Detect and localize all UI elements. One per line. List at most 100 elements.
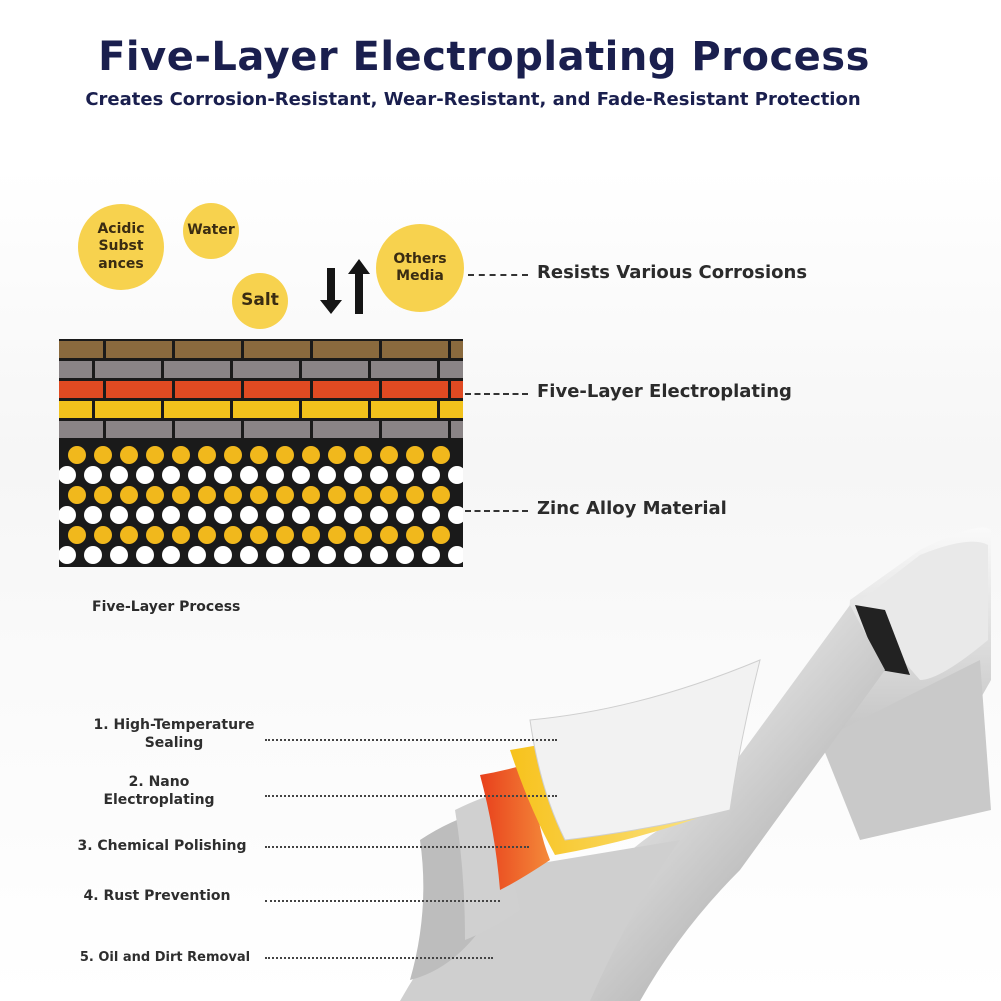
brick — [440, 401, 463, 418]
alloy-dot — [448, 506, 463, 524]
brick — [59, 401, 92, 418]
brick — [382, 381, 448, 398]
brick — [440, 361, 463, 378]
brick — [164, 361, 230, 378]
alloy-dot — [396, 466, 414, 484]
alloy-dot — [240, 466, 258, 484]
alloy-dot — [380, 526, 398, 544]
faucet-layers-illustration — [400, 527, 991, 1001]
alloy-dot — [302, 526, 320, 544]
alloy-dot — [59, 546, 76, 564]
brick — [59, 341, 103, 358]
alloy-dot — [432, 526, 450, 544]
alloy-dot — [84, 466, 102, 484]
alloy-dot — [240, 546, 258, 564]
alloy-dot — [136, 466, 154, 484]
alloy-dot — [84, 506, 102, 524]
alloy-dot — [162, 546, 180, 564]
brick — [244, 341, 310, 358]
bubble-acidic: Acidic Subst ances — [78, 204, 164, 290]
alloy-dot — [292, 466, 310, 484]
brick — [106, 381, 172, 398]
step-2-line — [265, 795, 557, 797]
alloy-dot — [110, 466, 128, 484]
alloy-dot — [328, 446, 346, 464]
alloy-dot — [370, 546, 388, 564]
alloy-dot — [250, 486, 268, 504]
alloy-dot — [318, 466, 336, 484]
alloy-dot — [354, 486, 372, 504]
alloy-dot — [94, 486, 112, 504]
alloy-dot — [422, 506, 440, 524]
alloy-dot — [370, 506, 388, 524]
brick — [59, 421, 103, 438]
diagram-caption: Five-Layer Process — [92, 599, 241, 615]
brick — [302, 361, 368, 378]
alloy-dot — [146, 446, 164, 464]
alloy-dot — [146, 526, 164, 544]
alloy-dot — [198, 486, 216, 504]
alloy-dot — [406, 446, 424, 464]
brick — [164, 401, 230, 418]
brick — [175, 421, 241, 438]
alloy-dot — [328, 526, 346, 544]
layer-diagram — [59, 339, 463, 567]
alloy-dot — [422, 466, 440, 484]
brick — [313, 421, 379, 438]
alloy-dot — [94, 526, 112, 544]
brick — [59, 361, 92, 378]
bubble-water: Water — [183, 203, 239, 259]
callout-plating: Five-Layer Electroplating — [537, 381, 792, 402]
alloy-dot — [302, 446, 320, 464]
callout-corrosion: Resists Various Corrosions — [537, 262, 808, 283]
alloy-dot — [240, 506, 258, 524]
brick — [313, 341, 379, 358]
brick — [382, 421, 448, 438]
alloy-dot — [344, 506, 362, 524]
page-title: Five-Layer Electroplating Process — [98, 34, 870, 80]
alloy-dot — [224, 486, 242, 504]
alloy-dot — [198, 446, 216, 464]
step-1-label: 1. High-Temperature Sealing — [93, 717, 255, 751]
alloy-dot — [172, 446, 190, 464]
brick — [451, 381, 463, 398]
brick — [95, 361, 161, 378]
step-5-label: 5. Oil and Dirt Removal — [79, 950, 251, 965]
brick — [302, 401, 368, 418]
alloy-dot — [266, 546, 284, 564]
alloy-dot — [380, 486, 398, 504]
brick — [233, 361, 299, 378]
alloy-dot — [318, 506, 336, 524]
alloy-dot — [94, 446, 112, 464]
alloy-dot — [276, 446, 294, 464]
brick — [244, 381, 310, 398]
alloy-dot — [448, 466, 463, 484]
page-subtitle: Creates Corrosion-Resistant, Wear-Resist… — [85, 89, 861, 110]
alloy-dot — [318, 546, 336, 564]
brick — [106, 341, 172, 358]
step-3-line — [265, 846, 529, 848]
alloy-dot — [250, 526, 268, 544]
alloy-dot — [276, 526, 294, 544]
alloy-dot — [354, 446, 372, 464]
alloy-dot — [328, 486, 346, 504]
alloy-dot — [59, 506, 76, 524]
alloy-dot — [266, 506, 284, 524]
callout-zinc: Zinc Alloy Material — [537, 498, 727, 519]
alloy-dot — [84, 546, 102, 564]
alloy-dot — [136, 546, 154, 564]
alloy-dot — [162, 506, 180, 524]
brick — [371, 361, 437, 378]
brick — [175, 381, 241, 398]
alloy-dot — [292, 506, 310, 524]
alloy-dot — [406, 526, 424, 544]
bubble-salt: Salt — [232, 273, 288, 329]
alloy-dot — [120, 446, 138, 464]
step-2-label: 2. Nano Electroplating — [103, 774, 215, 808]
alloy-dot — [380, 446, 398, 464]
step-5-line — [265, 957, 493, 959]
brick — [106, 421, 172, 438]
alloy-dot — [344, 466, 362, 484]
alloy-dot — [432, 486, 450, 504]
alloy-dot — [354, 526, 372, 544]
